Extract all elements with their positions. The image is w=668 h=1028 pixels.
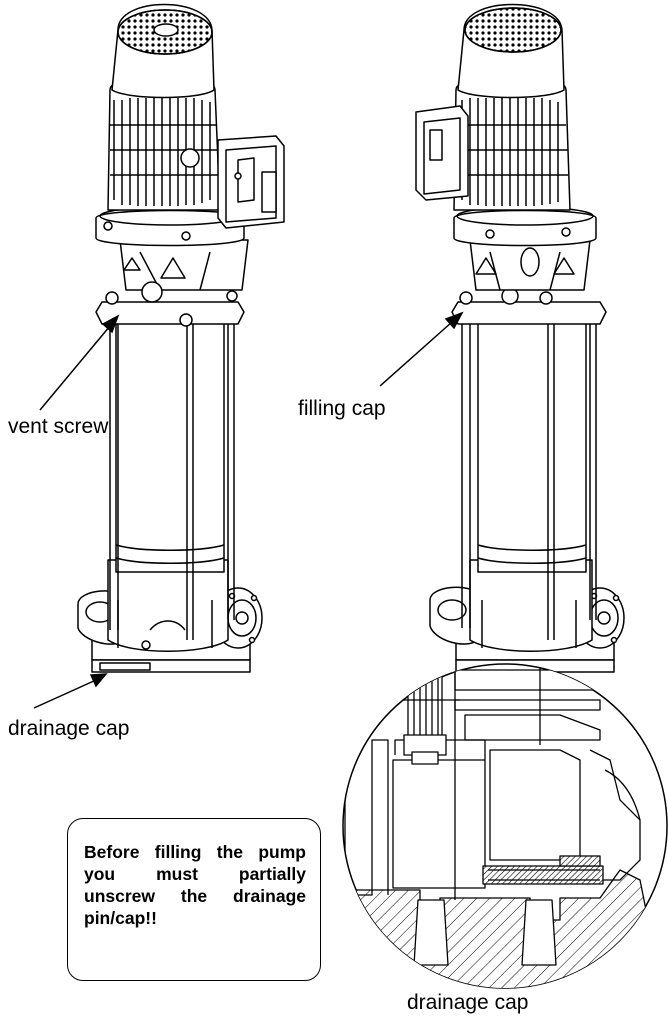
warning-note-box: Before filling the pump you must partial… bbox=[67, 818, 321, 981]
drainage-cap-arrowhead bbox=[89, 673, 108, 688]
vent-screw-label: vent screw bbox=[8, 415, 109, 438]
drainage-cap-label: drainage cap bbox=[8, 717, 130, 740]
filling-cap-arrow bbox=[379, 321, 453, 387]
leader-arrows bbox=[33, 311, 464, 709]
warning-note-text: Before filling the pump you must partial… bbox=[84, 842, 306, 928]
right-pump-drawing bbox=[415, 3, 625, 673]
vent-screw-arrow bbox=[39, 325, 111, 411]
vent-screw-arrowhead bbox=[101, 314, 120, 334]
left-pump-drawing bbox=[77, 3, 285, 673]
filling-cap-arrowhead bbox=[444, 311, 464, 330]
drainage-cap-arrow bbox=[33, 679, 97, 709]
drainage-detail-view bbox=[342, 663, 668, 989]
drainage-cap-detail-label: drainage cap bbox=[407, 991, 529, 1014]
filling-cap-label: filling cap bbox=[298, 397, 386, 420]
